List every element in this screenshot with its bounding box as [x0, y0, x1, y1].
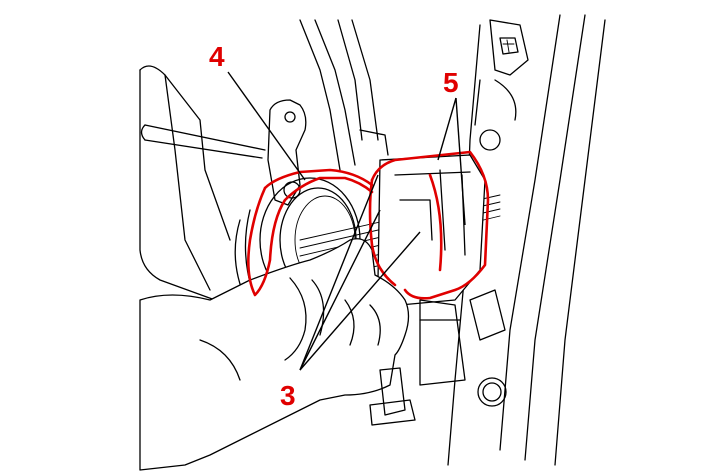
callout-3-leaders — [299, 174, 421, 371]
callout-label-5: 5 — [443, 67, 459, 98]
callout-label-3: 3 — [280, 380, 296, 411]
door-frame-linework — [139, 14, 606, 466]
hand — [139, 238, 410, 471]
callout-label-4: 4 — [209, 41, 225, 72]
callout-4-leader — [227, 71, 306, 181]
callout-5-leaders — [437, 97, 466, 226]
lower-components — [369, 289, 507, 426]
connector-highlight-outline — [368, 150, 490, 300]
grommet-highlight-outline — [247, 168, 374, 297]
